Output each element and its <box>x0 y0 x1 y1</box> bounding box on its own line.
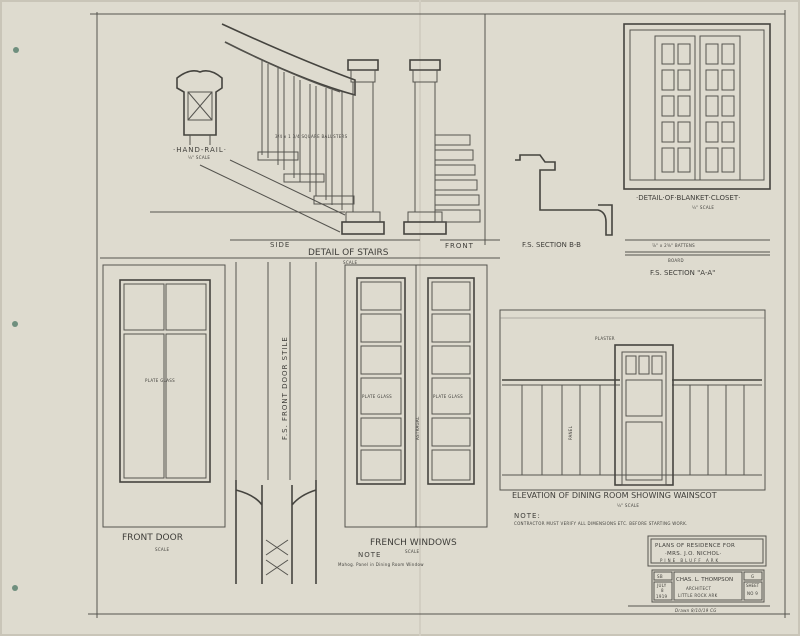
stairs-front-elevation: SIDE DETAIL OF STAIRS SCALE FRONT <box>270 59 500 265</box>
title-date2: 8 <box>661 588 664 593</box>
title-date1: JULY <box>656 583 667 588</box>
stairs-title: DETAIL OF STAIRS <box>308 248 389 258</box>
blanket-closet-detail: ·DETAIL·OF·BLANKET·CLOSET· ¼" SCALE <box>623 23 771 210</box>
sheet-border <box>88 10 790 618</box>
dining-room-label: ELEVATION OF DINING ROOM SHOWING WAINSCO… <box>512 491 717 500</box>
french-glass-left: PLATE GLASS <box>362 394 392 399</box>
front-door-glass: PLATE GLASS <box>145 378 175 383</box>
title-code: SB <box>657 574 663 579</box>
french-windows-elevation: PLATE GLASS PLATE GLASS ASTRAGAL FRENCH … <box>338 264 488 567</box>
section-aa-board: BOARD <box>668 258 684 263</box>
architect-role: ARCHITECT <box>686 586 711 591</box>
stairs-side-elevation: 3/4 x 1 3/4 SQUARE BALUSTERS <box>150 23 420 241</box>
front-door-stile-section: F.S. FRONT DOOR STILE <box>235 262 317 584</box>
french-glass-right: PLATE GLASS <box>433 394 463 399</box>
section-aa-detail: ⅞" x 2⅝" BATTENS BOARD F.S. SECTION "A-A… <box>625 239 770 277</box>
front-door-scale: SCALE <box>155 547 169 552</box>
door-stile-label: F.S. FRONT DOOR STILE <box>281 336 289 440</box>
hand-rail-detail: ·HAND-RAIL· ¼" SCALE <box>173 70 227 160</box>
french-note: Mahog. Panel in Dining Room Window <box>338 562 424 567</box>
section-bb-detail: F.S. SECTION B-B <box>515 154 613 249</box>
hand-rail-scale: ¼" SCALE <box>188 155 210 160</box>
stairs-front-label: FRONT <box>445 242 474 250</box>
hand-rail-label: ·HAND-RAIL· <box>173 146 227 154</box>
section-aa-batten: ⅞" x 2⅝" BATTENS <box>652 243 695 248</box>
dining-panel: PANEL <box>568 425 573 440</box>
front-door-elevation: PLATE GLASS FRONT DOOR SCALE <box>102 264 226 552</box>
title-date3: 1919 <box>656 594 668 599</box>
dining-plaster: PLASTER <box>595 336 615 341</box>
title-line2: ·MRS. J.O. NICHOL· <box>665 551 722 557</box>
title-line3: PINE BLUFF ARK <box>660 558 720 563</box>
title-line1: PLANS OF RESIDENCE FOR <box>655 543 735 549</box>
stairs-side-label: SIDE <box>270 241 290 249</box>
stairs-scale: SCALE <box>343 260 357 265</box>
architect-city: LITTLE ROCK ARK <box>678 593 718 598</box>
baluster-note: 3/4 x 1 3/4 SQUARE BALUSTERS <box>275 134 348 139</box>
blanket-closet-scale: ¼" SCALE <box>692 205 714 210</box>
title-symbol: G <box>751 574 754 579</box>
dining-room-scale: ¼" SCALE <box>617 503 639 508</box>
dining-note-head: NOTE: <box>514 512 541 520</box>
dining-note: CONTRACTOR MUST VERIFY ALL DIMENSIONS ET… <box>514 521 688 526</box>
drawn-signature: Drawn 8/10/19 CG <box>675 608 717 613</box>
binding-holes <box>12 47 19 591</box>
french-astragal: ASTRAGAL <box>415 416 420 440</box>
architect-name: CHAS. L. THOMPSON <box>676 577 733 583</box>
french-note-head: NOTE <box>358 551 381 559</box>
sheet-number: NO 9 <box>747 591 758 596</box>
blanket-closet-label: ·DETAIL·OF·BLANKET·CLOSET· <box>636 194 740 202</box>
section-aa-label: F.S. SECTION "A-A" <box>650 269 715 277</box>
title-block: PLANS OF RESIDENCE FOR ·MRS. J.O. NICHOL… <box>628 535 770 613</box>
dining-room-elevation: PLASTER PANEL ELEVATION OF DINING ROOM S… <box>499 309 766 526</box>
section-bb-label: F.S. SECTION B-B <box>522 241 581 249</box>
sheet-label: SHEET <box>746 583 760 588</box>
french-windows-label: FRENCH WINDOWS <box>370 538 457 548</box>
french-windows-scale: SCALE <box>405 549 419 554</box>
front-door-label: FRONT DOOR <box>122 533 183 543</box>
